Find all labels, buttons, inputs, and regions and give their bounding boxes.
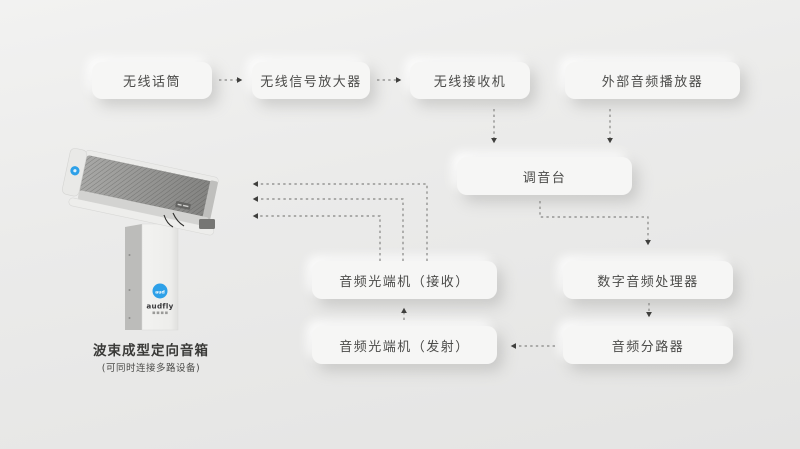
edge-optical-rx-to-speaker-1	[252, 181, 428, 261]
speaker-left-cap	[62, 148, 88, 197]
node-label: 外部音频播放器	[601, 75, 704, 90]
brand-text: audfly	[146, 302, 173, 311]
beamforming-speaker-image: aud audfly	[62, 148, 219, 331]
node-label: 音频分路器	[611, 339, 685, 355]
speaker-cables	[163, 212, 185, 228]
node-label: 音频光端机（发射）	[339, 339, 470, 355]
node-digital-processor: 数字音频处理器	[563, 261, 733, 299]
node-signal-amplifier: 无线信号放大器	[252, 62, 370, 99]
node-optical-terminal-tx: 音频光端机（发射）	[312, 326, 497, 364]
node-label: 无线接收机	[433, 75, 507, 90]
edge-optical-rx-to-speaker-3	[252, 213, 381, 261]
node-audio-splitter: 音频分路器	[563, 326, 733, 364]
speaker-caption-subtitle: (可同时连接多路设备)	[101, 363, 201, 374]
speaker-pillar: aud audfly	[125, 223, 179, 331]
node-mixer: 调音台	[457, 157, 632, 195]
model-label-chip	[175, 201, 191, 210]
logo-text: aud	[155, 289, 165, 295]
node-label: 数字音频处理器	[597, 274, 699, 290]
edge-optical-rx-to-speaker-2	[252, 196, 404, 261]
node-wireless-receiver: 无线接收机	[410, 62, 530, 99]
speaker-caption-title: 波束成型定向音箱	[93, 343, 209, 359]
edge-mixer-to-processor	[539, 201, 651, 246]
node-label: 音频光端机（接收）	[339, 274, 470, 290]
node-label: 无线信号放大器	[260, 75, 362, 90]
node-wireless-mic: 无线话筒	[92, 62, 212, 99]
speaker-connector-box	[199, 219, 215, 229]
node-label: 调音台	[522, 170, 567, 186]
node-external-player: 外部音频播放器	[565, 62, 740, 99]
audfly-logo: aud audfly	[146, 283, 173, 315]
node-label: 无线话筒	[122, 75, 181, 90]
node-optical-terminal-rx: 音频光端机（接收）	[312, 261, 497, 299]
